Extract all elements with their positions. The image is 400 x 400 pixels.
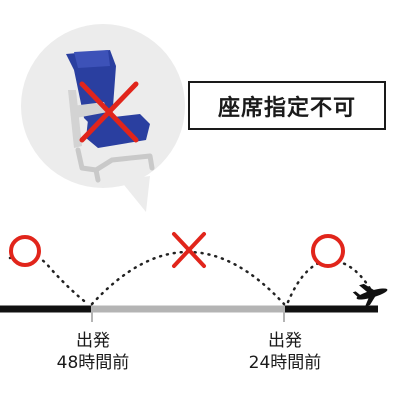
- departure-48h-line2: 48時間前: [56, 353, 130, 373]
- departure-48h-label: 出発 48時間前: [33, 330, 153, 374]
- dotted-arc-middle: [90, 250, 286, 306]
- departure-24h-line2: 24時間前: [248, 353, 322, 373]
- departure-48h-line1: 出発: [76, 331, 110, 351]
- not-available-small-cross-icon: [172, 232, 206, 268]
- departure-24h-line1: 出発: [268, 331, 302, 351]
- not-available-cross-icon: [79, 81, 139, 143]
- seat-selection-unavailable-label: 座席指定不可: [188, 81, 386, 130]
- available-circle-icon-right: [311, 234, 345, 268]
- available-circle-icon-left: [9, 235, 41, 267]
- departure-24h-label: 出発 24時間前: [225, 330, 345, 374]
- airplane-icon: [352, 283, 388, 307]
